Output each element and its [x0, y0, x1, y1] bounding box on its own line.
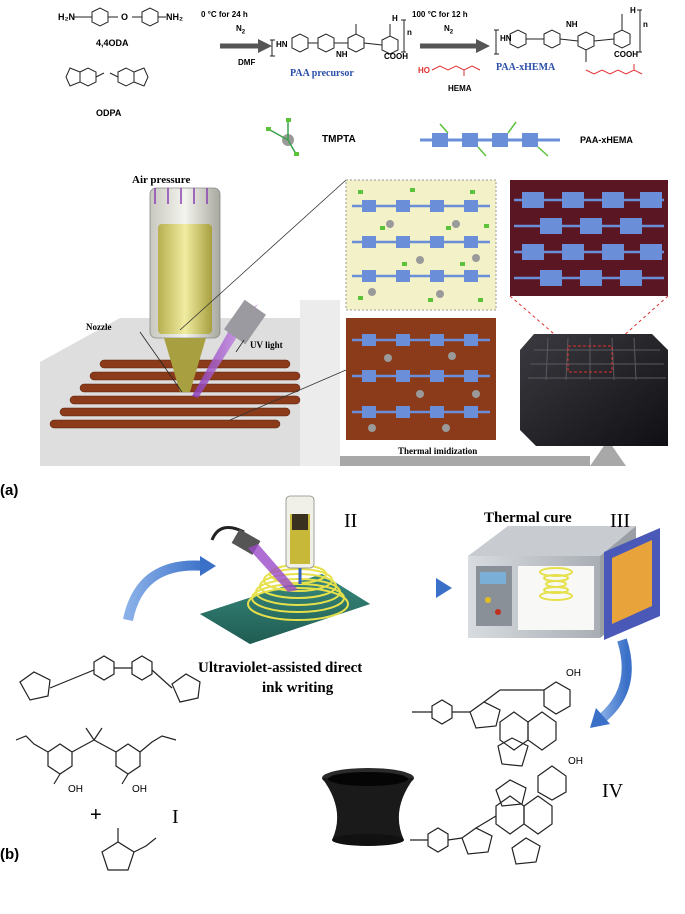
oda-name: 4,4ODA [96, 38, 129, 48]
step2-atmosphere: N2 [444, 24, 454, 36]
stage-ii-label: II [344, 510, 358, 532]
precursor-hn: HN [276, 40, 288, 49]
precursor-name: PAA precursor [290, 68, 354, 79]
nh2-label: NH₂ [166, 12, 183, 22]
precursor-h: H [392, 14, 398, 23]
h2n-label: H₂N [58, 12, 75, 22]
uv-light-label: UV light [250, 340, 283, 350]
oda-molecule [74, 7, 166, 27]
product-hn: HN [500, 34, 512, 43]
step1-condition: 0 °C for 24 h [201, 10, 248, 19]
uv-diw-line2: ink writing [262, 680, 334, 696]
paa-xhema-legend-label: PAA-xHEMA [580, 135, 633, 145]
air-pressure-label: Air pressure [132, 174, 191, 186]
nvp-structure [101, 828, 157, 871]
uv-diw-line1: Ultraviolet-assisted direct [198, 660, 363, 676]
thermal-cure-label: Thermal cure [484, 510, 572, 526]
printed-cup [322, 768, 414, 846]
hema-ho: HO [418, 66, 430, 75]
network-oh-2: OH [568, 756, 583, 767]
oven [468, 526, 660, 640]
stage-i-label: I [172, 806, 179, 828]
cured-network-structure [410, 681, 571, 865]
product-nh: NH [566, 20, 578, 29]
precursor-n: n [407, 28, 412, 37]
monomer-oh-2: OH [132, 784, 147, 795]
paa-xhema-structure [494, 9, 642, 62]
yellow-coil [247, 564, 349, 621]
monomer-oh-1: OH [68, 784, 83, 795]
uv-lamp [192, 299, 266, 398]
syringe-b [285, 495, 315, 584]
nozzle-label: Nozzle [86, 322, 112, 332]
o-bridge-label: O [121, 12, 129, 22]
paa-precursor-structure [270, 19, 406, 57]
panel-b-label: (b) [0, 846, 20, 863]
syringe [149, 187, 221, 392]
panel-a-label: (a) [0, 482, 19, 499]
paa-xhema-chain-icon [420, 121, 560, 157]
tmpta-label: TMPTA [322, 134, 356, 145]
step1-solvent: DMF [238, 58, 256, 67]
stage-iv-label: IV [602, 780, 624, 802]
network-oh-1: OH [566, 668, 581, 679]
step1-atmosphere: N2 [236, 24, 246, 36]
stage-iii-label: III [610, 510, 630, 532]
uv-lamp-b [210, 526, 298, 592]
tmpta-icon [266, 118, 299, 156]
hema-molecule [431, 65, 481, 76]
printed-brick-layers [49, 359, 301, 429]
diallyl-bisphenol-structure [15, 727, 177, 785]
plus-sign: + [90, 804, 102, 826]
air-pressure-arrows [154, 188, 208, 204]
bismaleimide-structure [19, 655, 201, 703]
hema-name: HEMA [448, 84, 472, 93]
step2-condition: 100 °C for 12 h [412, 10, 468, 19]
odpa-name: ODPA [96, 108, 122, 118]
odpa-molecule [65, 67, 149, 87]
precursor-nh: NH [336, 50, 348, 59]
product-n: n [643, 20, 648, 29]
thermal-imidization-label: Thermal imidization [398, 446, 478, 456]
precursor-cooh: COOH [384, 52, 408, 61]
product-name: PAA-xHEMA [496, 62, 556, 73]
product-h: H [630, 6, 636, 15]
printed-lattice-cube [520, 334, 668, 446]
product-cooh: COOH [614, 50, 638, 59]
